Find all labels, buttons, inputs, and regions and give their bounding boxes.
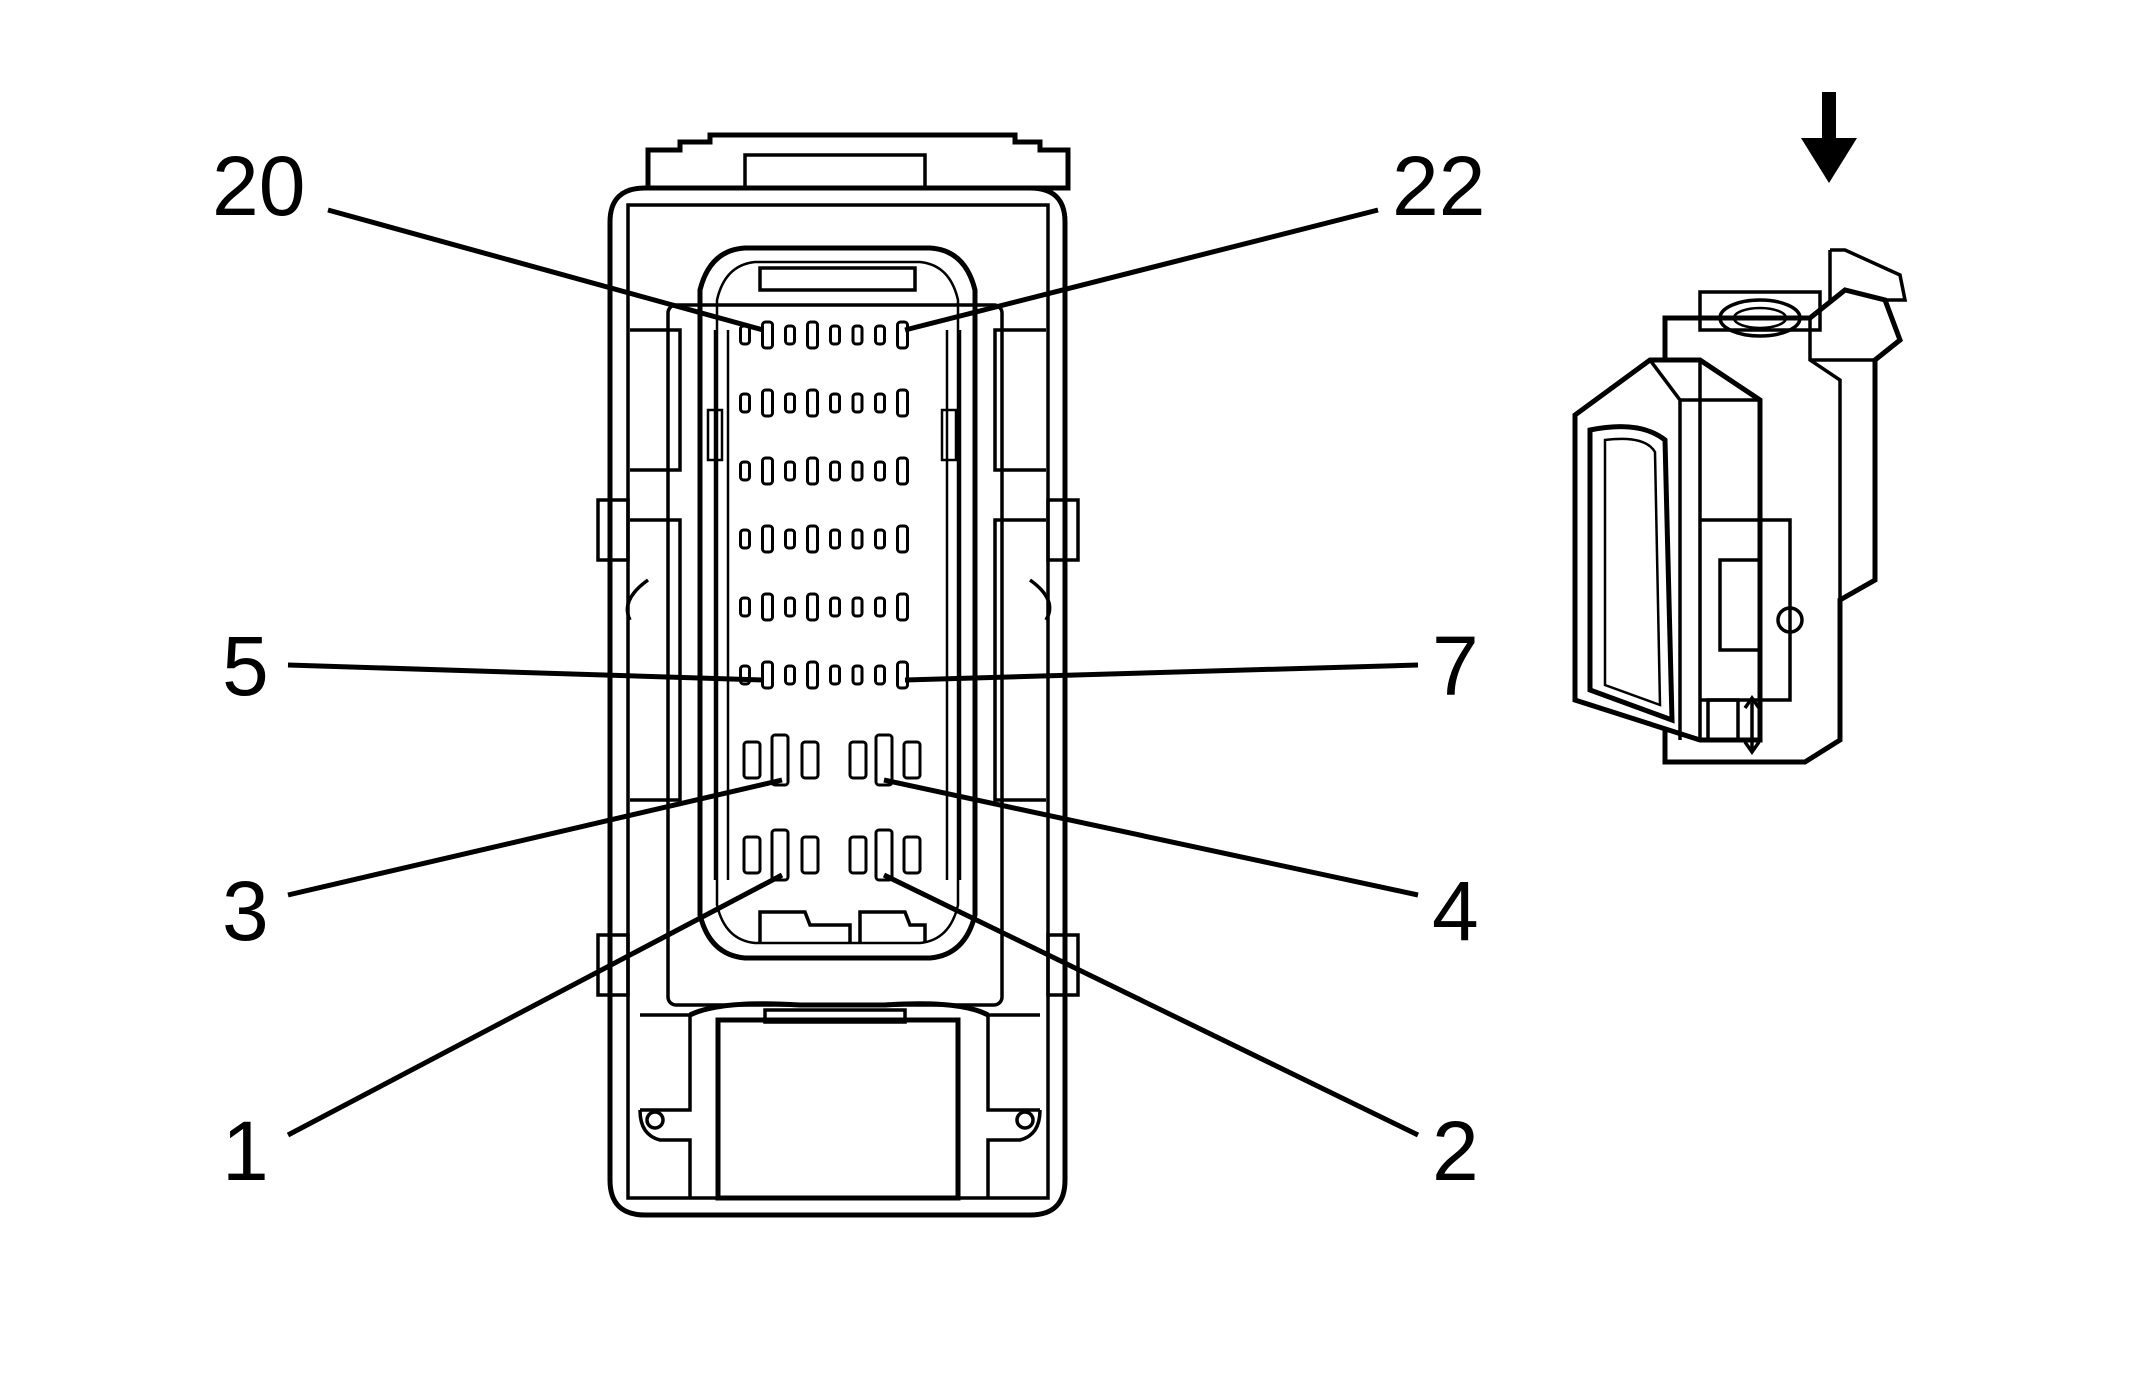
terminal-small xyxy=(806,524,819,554)
terminal-large xyxy=(770,828,790,882)
leader-5 xyxy=(287,662,764,683)
terminal-large xyxy=(874,828,894,882)
terminal-small xyxy=(851,324,864,346)
terminal-small xyxy=(784,392,796,414)
terminal-large xyxy=(848,740,868,780)
pin-labels: 20 22 5 7 3 4 1 2 xyxy=(212,139,1485,1198)
terminal-small xyxy=(739,528,751,550)
leader-20 xyxy=(327,207,764,333)
terminal-small xyxy=(761,320,774,350)
pin-label-4: 4 xyxy=(1432,864,1479,958)
terminal-large xyxy=(848,835,868,875)
terminal-small xyxy=(874,664,886,686)
terminal-small xyxy=(829,460,841,482)
terminal-small xyxy=(851,664,864,686)
terminal-small xyxy=(739,392,751,414)
terminal-small xyxy=(874,460,886,482)
terminal-array xyxy=(739,320,922,882)
pin-label-1: 1 xyxy=(222,1104,269,1198)
leader-4 xyxy=(883,777,1419,898)
terminal-small xyxy=(851,392,864,414)
pin-label-20: 20 xyxy=(212,139,305,233)
terminal-small xyxy=(739,324,751,346)
leader-lines xyxy=(286,207,1420,1138)
terminal-large xyxy=(902,835,922,875)
leader-22 xyxy=(904,207,1379,333)
terminal-small xyxy=(784,324,796,346)
terminal-large xyxy=(742,740,762,780)
terminal-small xyxy=(896,388,909,418)
terminal-small xyxy=(784,528,796,550)
leader-3 xyxy=(287,777,783,898)
terminal-small xyxy=(829,596,841,618)
connector-face-view xyxy=(596,132,1080,1218)
terminal-small xyxy=(761,524,774,554)
terminal-small xyxy=(806,660,819,690)
terminal-small xyxy=(761,592,774,622)
terminal-small xyxy=(896,320,909,350)
terminal-small xyxy=(806,320,819,350)
terminal-small xyxy=(851,596,864,618)
terminal-small xyxy=(806,456,819,486)
terminal-small xyxy=(896,660,909,690)
terminal-large xyxy=(902,740,922,780)
terminal-large xyxy=(874,733,894,787)
terminal-small xyxy=(896,456,909,486)
terminal-small xyxy=(806,388,819,418)
arrow-down-icon xyxy=(1801,92,1857,183)
terminal-small xyxy=(874,324,886,346)
pin-label-3: 3 xyxy=(222,864,269,958)
leader-1 xyxy=(286,872,784,1138)
leader-7 xyxy=(904,662,1419,683)
terminal-small xyxy=(851,460,864,482)
terminal-small xyxy=(761,456,774,486)
terminal-large xyxy=(770,733,790,787)
terminal-small xyxy=(851,528,864,550)
terminal-small xyxy=(784,664,796,686)
terminal-small xyxy=(761,388,774,418)
terminal-small xyxy=(784,596,796,618)
pin-label-2: 2 xyxy=(1432,1104,1479,1198)
terminal-small xyxy=(874,392,886,414)
terminal-small xyxy=(874,596,886,618)
terminal-large xyxy=(800,835,820,875)
leader-2 xyxy=(882,872,1420,1138)
terminal-small xyxy=(761,660,774,690)
terminal-small xyxy=(784,460,796,482)
terminal-large xyxy=(800,740,820,780)
connector-iso-view xyxy=(1572,92,1908,765)
terminal-small xyxy=(896,524,909,554)
pin-label-22: 22 xyxy=(1392,139,1485,233)
terminal-small xyxy=(896,592,909,622)
terminal-small xyxy=(829,324,841,346)
pin-label-5: 5 xyxy=(222,619,269,713)
terminal-large xyxy=(742,835,762,875)
terminal-small xyxy=(874,528,886,550)
terminal-small xyxy=(739,460,751,482)
terminal-small xyxy=(829,392,841,414)
terminal-small xyxy=(829,664,841,686)
terminal-small xyxy=(829,528,841,550)
terminal-small xyxy=(806,592,819,622)
terminal-small xyxy=(739,596,751,618)
pin-label-7: 7 xyxy=(1432,619,1479,713)
